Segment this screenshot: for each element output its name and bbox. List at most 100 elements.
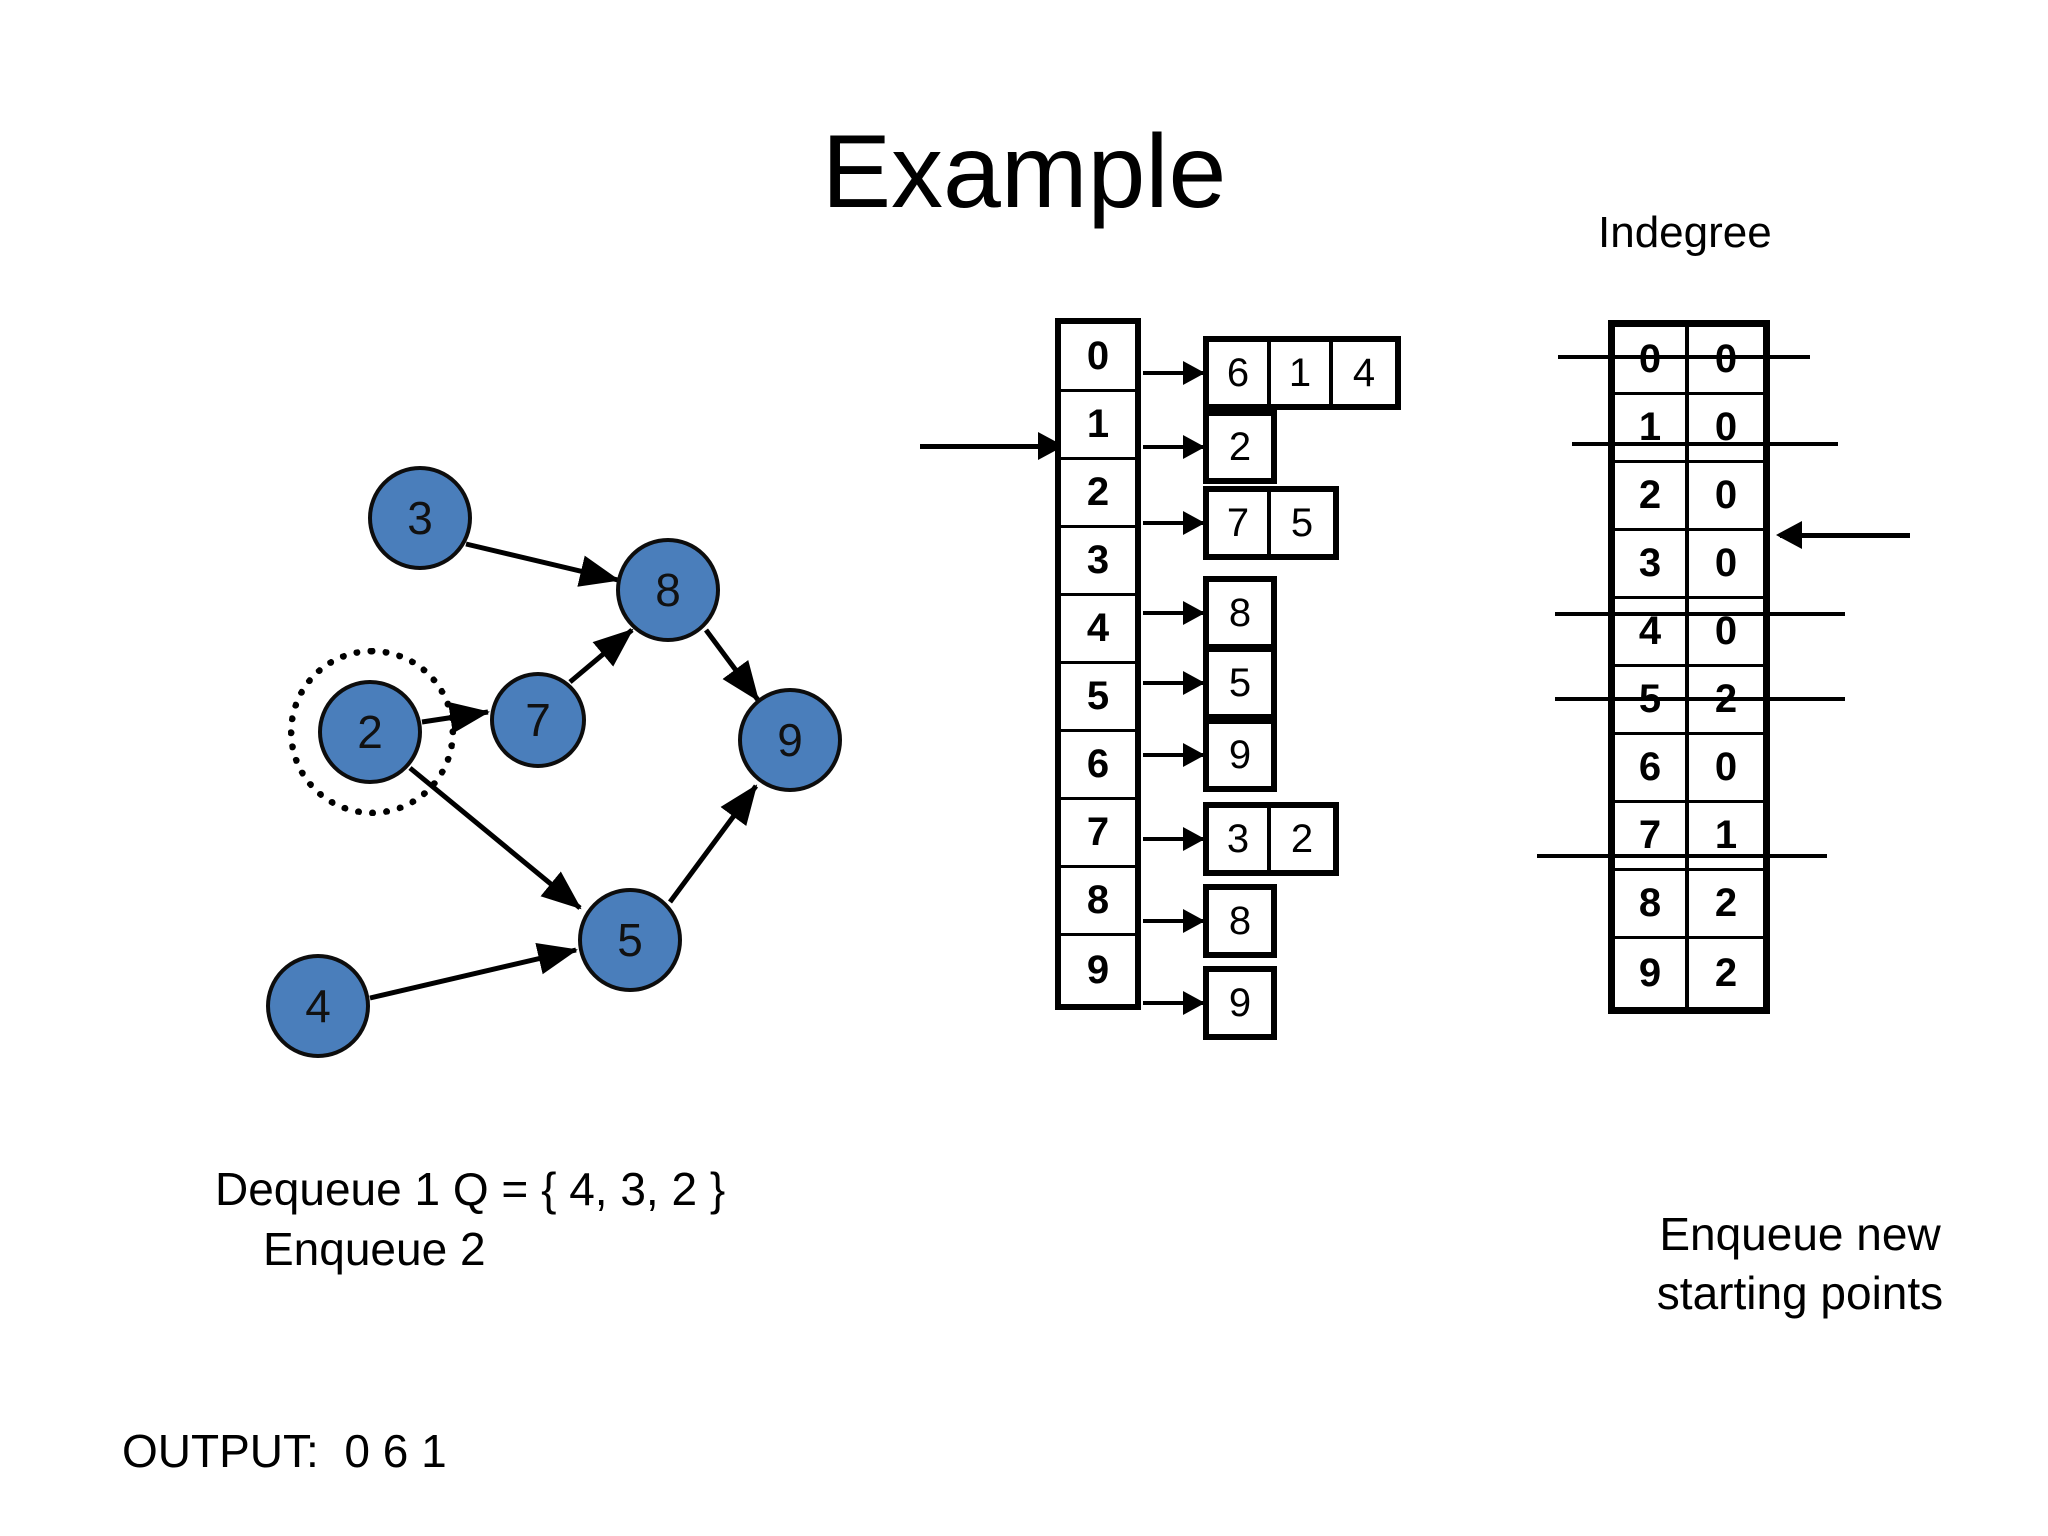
indegree-value: 2 (1689, 939, 1763, 1007)
indegree-row[interactable]: 7 1 (1615, 803, 1763, 871)
adjacency-row-7: 8 (1143, 884, 1277, 958)
indegree-row[interactable]: 8 2 (1615, 871, 1763, 939)
adjacency-cell[interactable]: 2 (1209, 416, 1271, 478)
indegree-strike-row-4 (1555, 697, 1845, 701)
adjacency-index-8[interactable]: 8 (1061, 868, 1135, 936)
graph-node-9[interactable]: 9 (738, 688, 842, 792)
adjacency-cell[interactable]: 8 (1209, 582, 1271, 644)
indegree-row[interactable]: 6 0 (1615, 735, 1763, 803)
graph-node-8[interactable]: 8 (616, 538, 720, 642)
indegree-value: 0 (1689, 531, 1763, 599)
graph-node-8-label: 8 (655, 564, 681, 616)
adjacency-index-7[interactable]: 7 (1061, 800, 1135, 868)
edge-5-9 (667, 784, 759, 904)
adjacency-index-9[interactable]: 9 (1061, 936, 1135, 1004)
adjacency-arrow-5 (1143, 743, 1205, 767)
adjacency-index-4[interactable]: 4 (1061, 596, 1135, 664)
adjacency-arrow-0 (1143, 361, 1205, 385)
indegree-strike-row-3 (1555, 612, 1845, 616)
output-line: OUTPUT: 0 6 1 (122, 1425, 447, 1477)
indegree-vertex: 2 (1615, 463, 1689, 531)
adjacency-cell[interactable]: 5 (1271, 492, 1333, 554)
edge-4-5 (369, 943, 578, 1001)
indegree-vertex: 8 (1615, 871, 1689, 939)
adjacency-cells-8: 9 (1203, 966, 1277, 1040)
adjacency-row-1: 2 (1143, 410, 1277, 484)
adjacency-arrow-2 (1143, 511, 1205, 535)
adjacency-cells-7: 8 (1203, 884, 1277, 958)
graph-node-4-label: 4 (305, 980, 331, 1032)
indegree-vertex: 6 (1615, 735, 1689, 803)
adjacency-row-5: 9 (1143, 718, 1277, 792)
indegree-strike-row-1 (1572, 442, 1838, 446)
indegree-vertex: 7 (1615, 803, 1689, 871)
adjacency-cell[interactable]: 1 (1271, 342, 1333, 404)
queue-caption: Dequeue 1 Q = { 4, 3, 2 } Enqueue 2 (215, 1160, 975, 1280)
graph-node-2-label: 2 (357, 706, 383, 758)
graph-node-5[interactable]: 5 (578, 888, 682, 992)
adjacency-cells-1: 2 (1203, 410, 1277, 484)
adjacency-cell[interactable]: 8 (1209, 890, 1271, 952)
adjacency-index-0[interactable]: 0 (1061, 324, 1135, 392)
adjacency-row-0: 6 1 4 (1143, 336, 1401, 410)
indegree-value: 0 (1689, 599, 1763, 667)
adjacency-index-3[interactable]: 3 (1061, 528, 1135, 596)
adjacency-index-6[interactable]: 6 (1061, 732, 1135, 800)
indegree-value: 2 (1689, 871, 1763, 939)
indegree-value: 2 (1689, 667, 1763, 735)
indegree-row[interactable]: 2 0 (1615, 463, 1763, 531)
adjacency-arrow-4 (1143, 671, 1205, 695)
adjacency-cell[interactable]: 9 (1209, 724, 1271, 786)
indegree-row[interactable]: 3 0 (1615, 531, 1763, 599)
indegree-value: 0 (1689, 735, 1763, 803)
adjacency-list-pointer-arrow (920, 432, 1064, 460)
adjacency-cells-2: 7 5 (1203, 486, 1339, 560)
indegree-caption: Indegree (1598, 208, 1772, 257)
indegree-row[interactable]: 4 0 (1615, 599, 1763, 667)
indegree-table: 0 0 1 0 2 0 3 0 4 0 5 2 6 0 7 1 (1608, 320, 1770, 1014)
adjacency-cell[interactable]: 3 (1209, 808, 1271, 870)
indegree-pointer-arrow (1776, 521, 1910, 549)
edge-2-5 (408, 766, 582, 910)
adjacency-index-2[interactable]: 2 (1061, 460, 1135, 528)
graph-node-3-label: 3 (407, 492, 433, 544)
adjacency-arrow-6 (1143, 827, 1205, 851)
adjacency-cell[interactable]: 6 (1209, 342, 1271, 404)
adjacency-row-8: 9 (1143, 966, 1277, 1040)
adjacency-index-column: 0 1 2 3 4 5 6 7 8 9 (1055, 318, 1141, 1010)
indegree-strike-row-0 (1558, 355, 1810, 359)
indegree-row[interactable]: 1 0 (1615, 395, 1763, 463)
indegree-value: 1 (1689, 803, 1763, 871)
indegree-strike-row-6 (1537, 854, 1827, 858)
adjacency-cell[interactable]: 9 (1209, 972, 1271, 1034)
adjacency-row-6: 3 2 (1143, 802, 1339, 876)
edge-8-9 (703, 628, 761, 702)
adjacency-cell[interactable]: 7 (1209, 492, 1271, 554)
adjacency-cell[interactable]: 4 (1333, 342, 1395, 404)
adjacency-arrow-1 (1143, 435, 1205, 459)
adjacency-cells-6: 3 2 (1203, 802, 1339, 876)
indegree-vertex: 5 (1615, 667, 1689, 735)
adjacency-cells-0: 6 1 4 (1203, 336, 1401, 410)
indegree-vertex: 4 (1615, 599, 1689, 667)
graph-node-4[interactable]: 4 (266, 954, 370, 1058)
indegree-row[interactable]: 0 0 (1615, 327, 1763, 395)
adjacency-cells-3: 8 (1203, 576, 1277, 650)
graph-node-2[interactable]: 2 (318, 680, 422, 784)
adjacency-index-5[interactable]: 5 (1061, 664, 1135, 732)
edge-7-8 (568, 628, 634, 684)
directed-graph: 3 8 2 7 9 5 4 (250, 450, 990, 1070)
graph-node-3[interactable]: 3 (368, 466, 472, 570)
adjacency-index-1[interactable]: 1 (1061, 392, 1135, 460)
indegree-value: 0 (1689, 463, 1763, 531)
graph-edges (369, 541, 761, 1001)
adjacency-row-2: 7 5 (1143, 486, 1339, 560)
indegree-row[interactable]: 9 2 (1615, 939, 1763, 1007)
indegree-vertex: 1 (1615, 395, 1689, 463)
graph-node-7[interactable]: 7 (490, 672, 586, 768)
adjacency-row-4: 5 (1143, 646, 1277, 720)
adjacency-cell[interactable]: 5 (1209, 652, 1271, 714)
indegree-row[interactable]: 5 2 (1615, 667, 1763, 735)
adjacency-cell[interactable]: 2 (1271, 808, 1333, 870)
